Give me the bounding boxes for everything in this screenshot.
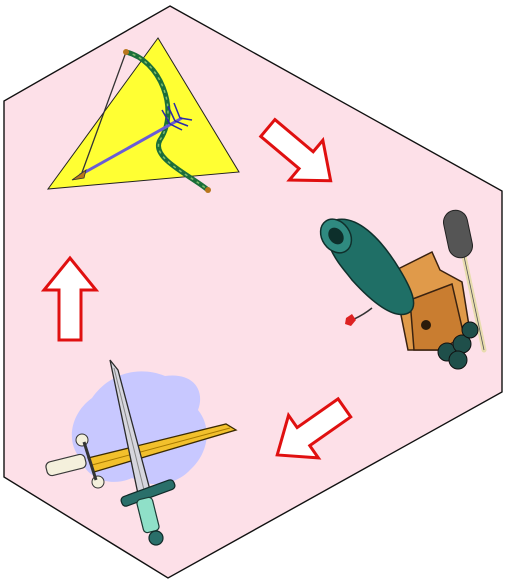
silver-sword-pommel-icon [149, 531, 163, 545]
